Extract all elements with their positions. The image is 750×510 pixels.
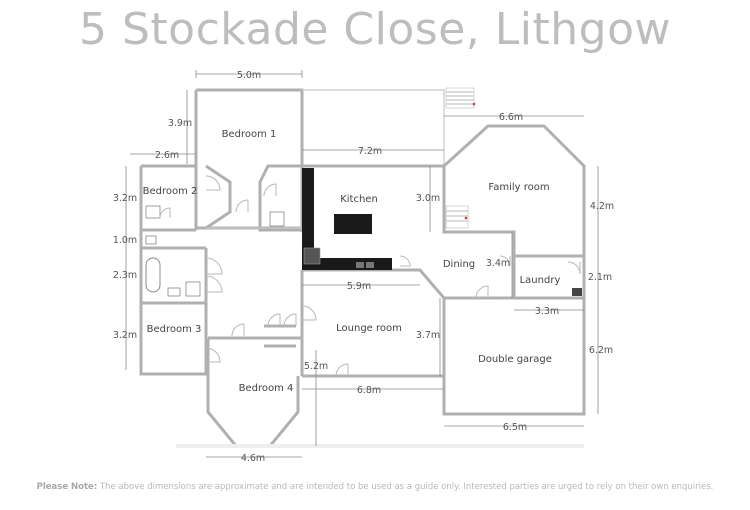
dimension-label: 3.4m [486, 258, 510, 269]
dimension-label: 6.2m [589, 345, 613, 356]
room-label-double-garage: Double garage [478, 354, 552, 365]
dimension-label: 6.8m [357, 385, 381, 396]
dimension-label: 3.2m [113, 193, 137, 204]
dimension-label: 3.9m [168, 118, 192, 129]
disclaimer-label: Please Note: [36, 482, 98, 492]
dimension-label: 2.3m [113, 270, 137, 281]
dimension-label: 4.2m [590, 201, 614, 212]
room-label-bedroom-1: Bedroom 1 [222, 129, 277, 140]
kitchen-benches [302, 168, 392, 270]
plan-title: 5 Stockade Close, Lithgow [79, 4, 671, 55]
dimension-lines [125, 70, 599, 458]
room-label-bedroom-2: Bedroom 2 [143, 186, 198, 197]
room-label-bedroom-4: Bedroom 4 [239, 383, 294, 394]
dimension-label: 5.9m [347, 281, 371, 292]
dimension-label: 3.7m [416, 330, 440, 341]
dimension-label: 3.3m [535, 306, 559, 317]
walls [139, 88, 586, 448]
stairs-family [445, 205, 469, 229]
dimension-label: 6.5m [503, 422, 527, 433]
dimension-label: 5.0m [237, 70, 261, 81]
stairs-top [445, 87, 476, 109]
room-label-dining: Dining [443, 259, 475, 270]
floor-plan: Bedroom 1 Bedroom 2 Bedroom 3 Bedroom 4 … [113, 70, 614, 464]
dimension-label: 1.0m [113, 235, 137, 246]
dimension-label: 3.2m [113, 330, 137, 341]
room-label-family-room: Family room [488, 182, 549, 193]
disclaimer-note: Please Note: The above dimensions are ap… [0, 482, 750, 492]
dimension-label: 3.0m [416, 193, 440, 204]
dimension-label: 5.2m [304, 361, 328, 372]
bathroom-fixtures [145, 205, 582, 297]
dimension-label: 4.6m [241, 453, 265, 464]
doors [159, 175, 581, 377]
room-label-bedroom-3: Bedroom 3 [147, 324, 202, 335]
room-label-laundry: Laundry [520, 275, 561, 286]
disclaimer-text: The above dimensions are approximate and… [99, 482, 714, 492]
dimension-label: 6.6m [499, 112, 523, 123]
room-label-kitchen: Kitchen [340, 194, 378, 205]
room-label-lounge-room: Lounge room [336, 323, 402, 334]
dimension-label: 2.6m [155, 150, 179, 161]
dimension-label: 7.2m [358, 146, 382, 157]
dimension-label: 2.1m [588, 272, 612, 283]
